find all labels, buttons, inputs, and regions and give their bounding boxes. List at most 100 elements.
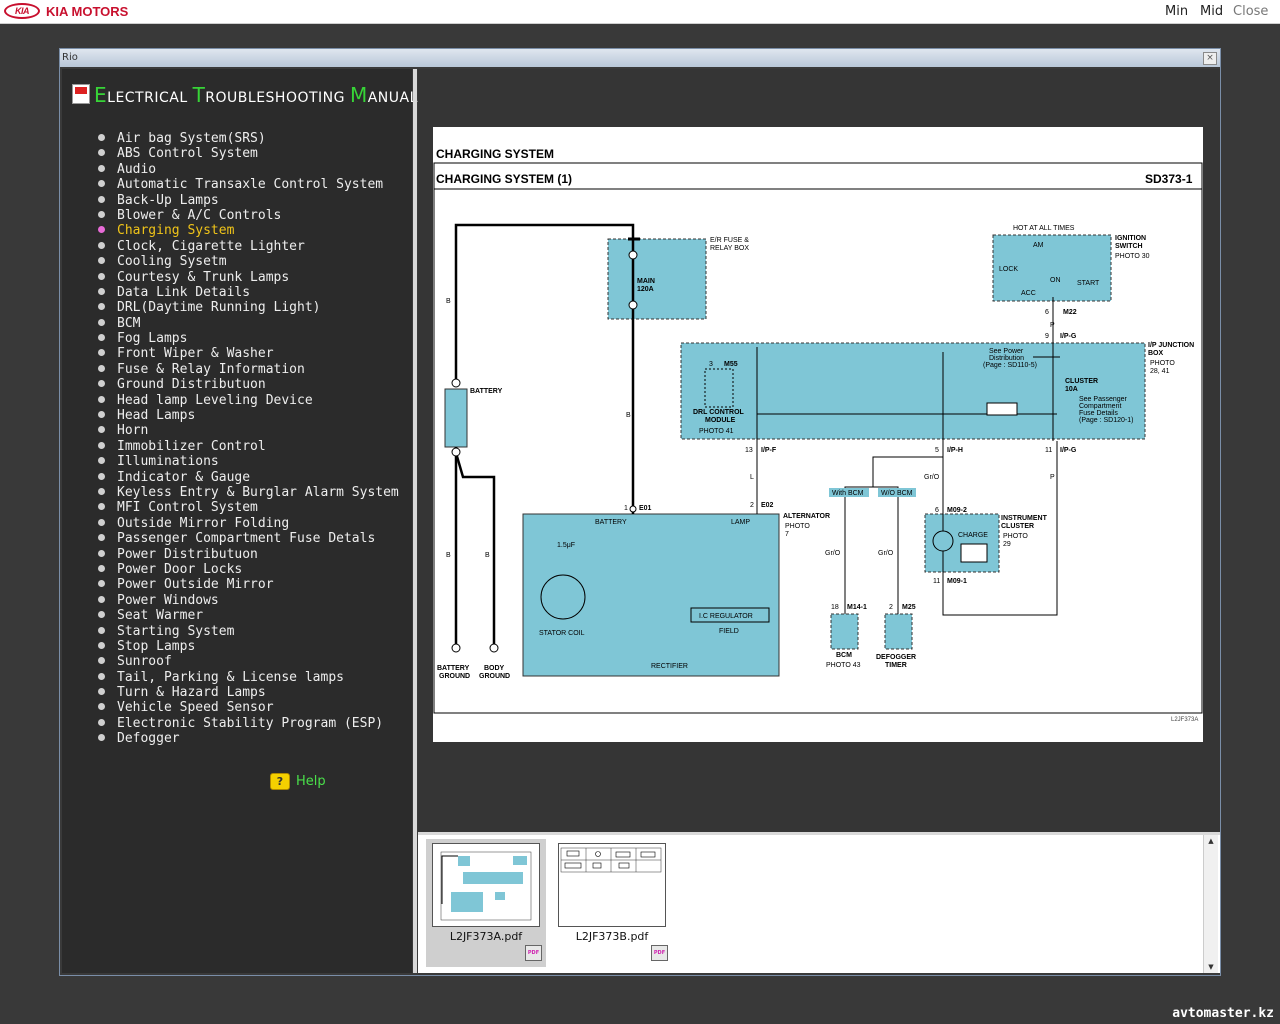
menu-item[interactable]: Data Link Details: [98, 285, 399, 300]
thumbnail-l2jf373b[interactable]: L2JF373B.pdf PDF: [552, 839, 672, 967]
thumbnail-scrollbar[interactable]: ▲ ▼: [1203, 835, 1218, 973]
menu-item-label: BCM: [117, 315, 141, 331]
diagram-title: CHARGING SYSTEM: [436, 147, 554, 161]
menu-item[interactable]: Charging System: [98, 223, 399, 238]
label-iph: I/P-H: [947, 447, 963, 454]
help-link[interactable]: ?Help: [270, 771, 326, 790]
label-relay-box: RELAY BOX: [710, 245, 749, 252]
menu-item[interactable]: Fuse & Relay Information: [98, 362, 399, 377]
menu-item-label: Fuse & Relay Information: [117, 361, 305, 377]
menu-item[interactable]: Vehicle Speed Sensor: [98, 700, 399, 715]
menu-item[interactable]: Power Outside Mirror: [98, 577, 399, 592]
menu-item[interactable]: Tail, Parking & License lamps: [98, 670, 399, 685]
menu-item[interactable]: Power Door Locks: [98, 562, 399, 577]
scroll-up-icon[interactable]: ▲: [1208, 837, 1214, 845]
title-rest-t: ROUBLESHOOTING: [205, 90, 350, 106]
label-battery-term: BATTERY: [595, 519, 627, 526]
label-photo29-a: PHOTO: [1003, 533, 1028, 540]
close-button[interactable]: Close: [1233, 4, 1269, 19]
menu-item[interactable]: Power Windows: [98, 593, 399, 608]
kia-logo: KIA KIA MOTORS: [4, 3, 154, 21]
menu-item[interactable]: Sunroof: [98, 654, 399, 669]
menu-item[interactable]: Back-Up Lamps: [98, 193, 399, 208]
menu-item[interactable]: Power Distributuon: [98, 547, 399, 562]
menu-item[interactable]: Head lamp Leveling Device: [98, 393, 399, 408]
menu-item[interactable]: Front Wiper & Washer: [98, 346, 399, 361]
menu-item-label: Starting System: [117, 623, 235, 639]
menu-item[interactable]: Starting System: [98, 624, 399, 639]
menu-item-label: Power Distributuon: [117, 546, 258, 562]
label-wire-l: L: [750, 474, 754, 481]
menu-item-label: Automatic Transaxle Control System: [117, 177, 384, 193]
label-m09-2: M09-2: [947, 507, 967, 514]
bullet-icon: [98, 672, 105, 680]
pdf-icon: [72, 84, 90, 104]
thumbnail-l2jf373a[interactable]: L2JF373A.pdf PDF: [426, 839, 546, 967]
menu-item-label: Power Windows: [117, 592, 219, 608]
menu-item[interactable]: BCM: [98, 316, 399, 331]
label-cap: 1.5μF: [557, 542, 575, 549]
label-stator: STATOR COIL: [539, 630, 585, 637]
bullet-icon: [98, 380, 105, 388]
menu-item[interactable]: Cooling Sysetm: [98, 254, 399, 269]
bullet-icon: [98, 457, 105, 465]
label-wire-gro-2: Gr/O: [825, 550, 841, 557]
menu-item[interactable]: Electronic Stability Program (ESP): [98, 716, 399, 731]
menu-item[interactable]: Passenger Compartment Fuse Detals: [98, 531, 399, 546]
menu-item-label: Vehicle Speed Sensor: [117, 700, 274, 716]
minimize-button[interactable]: Min: [1165, 4, 1189, 19]
menu-item[interactable]: Head Lamps: [98, 408, 399, 423]
bullet-icon: [98, 334, 105, 342]
label-drl-1: DRL CONTROL: [693, 409, 745, 416]
menu-item[interactable]: Clock, Cigarette Lighter: [98, 239, 399, 254]
menu-item[interactable]: Indicator & Gauge: [98, 470, 399, 485]
menu-item[interactable]: Seat Warmer: [98, 608, 399, 623]
manual-window: Rio × ELECTRICAL TROUBLESHOOTING MANUAL …: [59, 48, 1221, 976]
menu-item[interactable]: Keyless Entry & Burglar Alarm System: [98, 485, 399, 500]
label-start: START: [1077, 280, 1100, 287]
label-pin9: 9: [1045, 333, 1049, 340]
label-m55: M55: [724, 361, 738, 368]
menu-item[interactable]: Blower & A/C Controls: [98, 208, 399, 223]
menu-item[interactable]: Automatic Transaxle Control System: [98, 177, 399, 192]
scroll-down-icon[interactable]: ▼: [1208, 963, 1214, 971]
menu-item[interactable]: Stop Lamps: [98, 639, 399, 654]
menu-item[interactable]: Audio: [98, 162, 399, 177]
menu-item-label: Turn & Hazard Lamps: [117, 685, 266, 701]
wiring-diagram-page: CHARGING SYSTEM CHARGING SYSTEM (1) SD37…: [433, 127, 1203, 742]
label-see-power-3: (Page : SD110-5): [983, 362, 1037, 369]
label-alternator: ALTERNATOR: [783, 513, 830, 520]
label-pin2-b: 2: [889, 604, 893, 611]
window-title-bar[interactable]: Rio ×: [60, 49, 1220, 67]
menu-item[interactable]: Illuminations: [98, 454, 399, 469]
menu-item[interactable]: Immobilizer Control: [98, 439, 399, 454]
vertical-splitter[interactable]: [413, 69, 417, 973]
label-see-pass-3: Fuse Details: [1079, 410, 1118, 417]
menu-item[interactable]: Ground Distributuon: [98, 377, 399, 392]
menu-item[interactable]: DRL(Daytime Running Light): [98, 300, 399, 315]
menu-item[interactable]: Outside Mirror Folding: [98, 516, 399, 531]
menu-item[interactable]: MFI Control System: [98, 500, 399, 515]
bullet-icon: [98, 426, 105, 434]
menu-item[interactable]: Air bag System(SRS): [98, 131, 399, 146]
menu-item[interactable]: Horn: [98, 423, 399, 438]
brand-name: KIA MOTORS: [46, 4, 129, 19]
menu-item[interactable]: ABS Control System: [98, 146, 399, 161]
pdf-badge-icon: PDF: [525, 945, 542, 961]
label-er-fuse: E/R FUSE &: [710, 237, 749, 244]
menu-item-label: Blower & A/C Controls: [117, 207, 282, 223]
label-ic-reg: I.C REGULATOR: [699, 613, 753, 620]
label-see-pass-4: (Page : SD120-1): [1079, 417, 1133, 424]
window-close-icon[interactable]: ×: [1203, 52, 1217, 65]
label-see-power-2: Distribution: [989, 355, 1024, 362]
menu-item[interactable]: Turn & Hazard Lamps: [98, 685, 399, 700]
horizontal-splitter[interactable]: [418, 832, 1220, 835]
menu-item[interactable]: Defogger: [98, 731, 399, 746]
menu-item[interactable]: Fog Lamps: [98, 331, 399, 346]
label-junction-1: I/P JUNCTION: [1148, 342, 1194, 349]
menu-item[interactable]: Courtesy & Trunk Lamps: [98, 270, 399, 285]
label-wire-b-3: B: [446, 552, 451, 559]
label-m14-1: M14-1: [847, 604, 867, 611]
label-ipf: I/P-F: [761, 447, 777, 454]
mid-size-button[interactable]: Mid: [1200, 4, 1224, 19]
